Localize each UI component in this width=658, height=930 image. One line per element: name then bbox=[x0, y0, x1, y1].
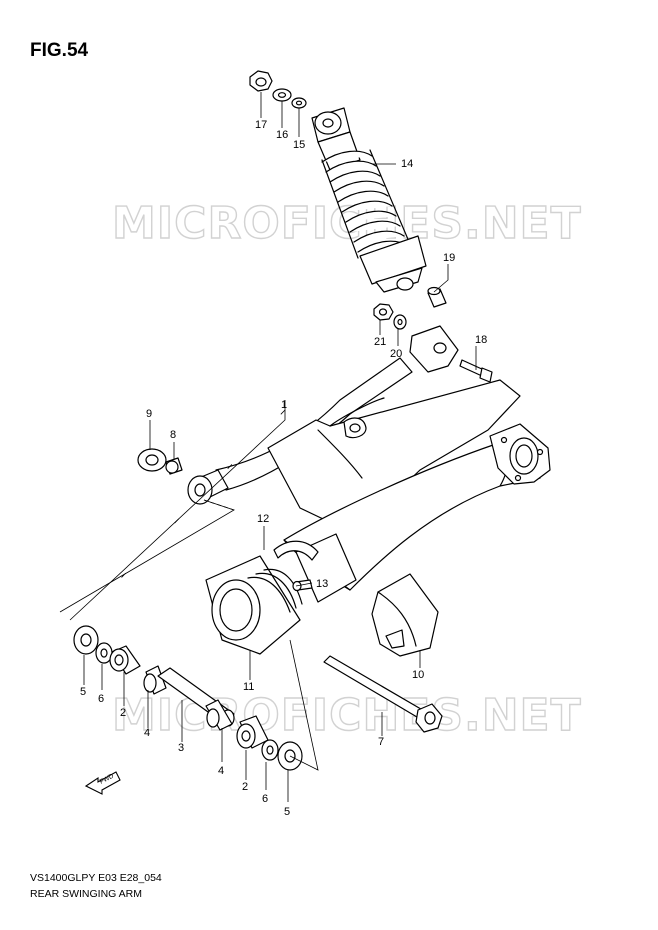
washer-6b bbox=[261, 739, 279, 761]
part-label: 21 bbox=[374, 336, 386, 348]
part-label: 6 bbox=[262, 793, 268, 805]
part-label: 14 bbox=[401, 158, 413, 170]
part-label: 5 bbox=[80, 686, 86, 698]
washer-6 bbox=[95, 642, 113, 664]
spacer-4b bbox=[205, 699, 233, 731]
seal-5 bbox=[73, 625, 99, 655]
part-label: 3 bbox=[178, 742, 184, 754]
part-label: 8 bbox=[170, 429, 176, 441]
collar-8 bbox=[165, 457, 183, 475]
nut-21 bbox=[373, 303, 394, 321]
leader-lines bbox=[59, 92, 477, 802]
screw-13 bbox=[292, 579, 313, 592]
cover-10 bbox=[371, 573, 439, 657]
part-number-labels: 17 16 15 14 19 18 21 20 1 9 8 12 13 10 1… bbox=[80, 119, 487, 818]
watermark-top: MICROFICHES.NET bbox=[112, 198, 582, 249]
part-label: 11 bbox=[243, 681, 254, 693]
part-label: 15 bbox=[293, 139, 305, 151]
watermark-bottom: MICROFICHES.NET bbox=[112, 690, 582, 741]
washer-20 bbox=[393, 314, 407, 330]
part-label: 17 bbox=[255, 119, 267, 131]
forward-direction-arrow: FWD bbox=[84, 771, 121, 795]
part-label: 2 bbox=[120, 707, 126, 719]
part-label: 5 bbox=[284, 806, 290, 818]
bearing-2 bbox=[109, 645, 141, 675]
collar-19 bbox=[427, 286, 447, 308]
clamp-12 bbox=[273, 540, 319, 561]
part-label: 19 bbox=[443, 252, 455, 264]
swinging-arm-1 bbox=[187, 325, 551, 603]
nut-17 bbox=[249, 70, 273, 92]
part-label: 6 bbox=[98, 693, 104, 705]
part-label: 13 bbox=[316, 578, 328, 590]
figure-title: FIG.54 bbox=[30, 40, 89, 61]
part-label: 12 bbox=[257, 513, 269, 525]
part-label: 4 bbox=[218, 765, 224, 777]
bolt-18 bbox=[459, 359, 493, 383]
part-label: 4 bbox=[144, 727, 150, 739]
washer-15 bbox=[291, 97, 307, 109]
part-label: 16 bbox=[276, 129, 288, 141]
part-label: 10 bbox=[412, 669, 424, 681]
spacer-4 bbox=[143, 665, 167, 695]
figure-code: VS1400GLPY E03 E28_054 bbox=[30, 872, 162, 884]
part-label: 2 bbox=[242, 781, 248, 793]
part-label: 1 bbox=[281, 399, 287, 411]
part-label: 18 bbox=[475, 334, 487, 346]
washer-16 bbox=[272, 88, 292, 102]
part-label: 20 bbox=[390, 348, 402, 360]
part-label: 7 bbox=[378, 736, 384, 748]
figure-caption: REAR SWINGING ARM bbox=[30, 888, 143, 900]
part-label: 9 bbox=[146, 408, 152, 420]
washer-9 bbox=[137, 448, 167, 472]
pivot-bolt-7 bbox=[323, 655, 443, 733]
boot-11 bbox=[205, 555, 303, 655]
